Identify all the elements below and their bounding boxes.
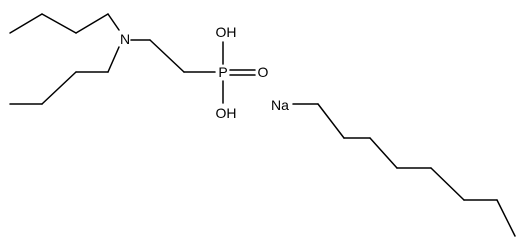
hydroxyl-top-label: OH [216, 24, 237, 40]
sodium-atom-label: Na [271, 97, 289, 113]
phosphonic-acid-group [222, 41, 256, 104]
bond [107, 46, 120, 73]
aminophosphonic-acid-molecule: N P O OH OH [9, 13, 269, 121]
upper-butyl-chain [9, 13, 120, 34]
bond [41, 13, 77, 34]
ethyl-linker [130, 39, 216, 73]
bond [496, 199, 516, 237]
bond [75, 13, 109, 34]
phosphorus-atom-label: P [218, 64, 227, 80]
octyl-chain [292, 103, 516, 237]
lower-butyl-chain [9, 46, 120, 105]
bond [430, 167, 465, 201]
phosphoryl-oxygen-label: O [258, 64, 269, 80]
nitrogen-atom-label: N [120, 31, 130, 47]
bond [317, 103, 345, 139]
hydroxyl-bottom-label: OH [216, 105, 237, 121]
bond [107, 13, 120, 31]
bond [149, 39, 185, 73]
sodium-octyl-molecule: Na [271, 97, 516, 237]
bond [369, 137, 398, 169]
bond [41, 71, 77, 105]
bond [9, 13, 43, 34]
